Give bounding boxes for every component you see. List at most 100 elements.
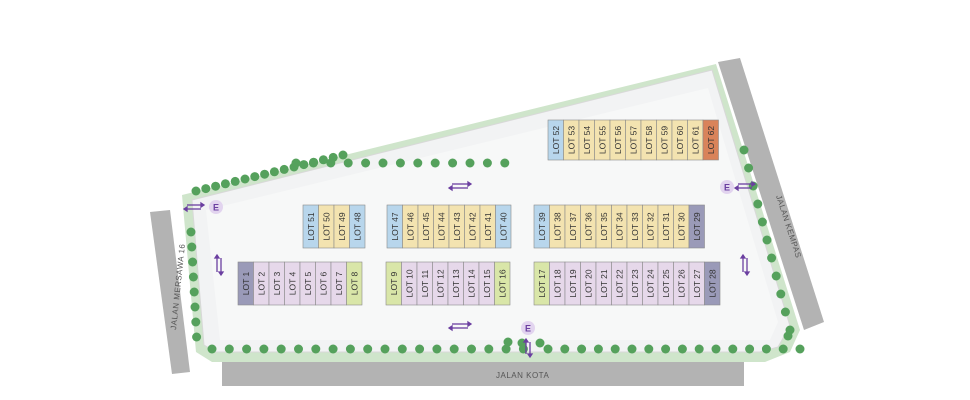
lot-lot-46[interactable]: LOT 46 [402, 204, 419, 249]
entry-marker-south: E [521, 321, 535, 335]
lot-lot-28[interactable]: LOT 28 [704, 261, 721, 306]
vertical-two-way-arrow-icon [739, 253, 751, 277]
tree-icon [318, 155, 328, 165]
tree-icon [465, 158, 475, 168]
lot-lot-8[interactable]: LOT 8 [346, 261, 363, 306]
lot-lot-29[interactable]: LOT 29 [688, 204, 705, 249]
lot-plot[interactable] [702, 119, 719, 161]
lot-lot-31[interactable]: LOT 31 [657, 204, 674, 249]
lot-lot-52[interactable]: LOT 52 [547, 119, 564, 161]
lot-label: LOT 22 [614, 269, 624, 297]
tree-icon [343, 158, 353, 168]
lot-lot-42[interactable]: LOT 42 [464, 204, 481, 249]
lot-lot-10[interactable]: LOT 10 [401, 261, 418, 306]
tree-icon [189, 287, 199, 297]
lot-lot-34[interactable]: LOT 34 [611, 204, 628, 249]
lot-label: LOT 23 [630, 269, 640, 297]
lot-lot-2[interactable]: LOT 2 [253, 261, 270, 306]
lot-lot-53[interactable]: LOT 53 [563, 119, 580, 161]
lot-lot-24[interactable]: LOT 24 [642, 261, 659, 306]
lot-label: LOT 9 [389, 271, 399, 295]
lot-lot-56[interactable]: LOT 56 [609, 119, 626, 161]
lot-lot-39[interactable]: LOT 39 [533, 204, 550, 249]
tree-icon [728, 344, 738, 354]
lot-lot-19[interactable]: LOT 19 [564, 261, 581, 306]
lot-lot-7[interactable]: LOT 7 [330, 261, 347, 306]
lot-lot-33[interactable]: LOT 33 [626, 204, 643, 249]
lot-label: LOT 55 [597, 126, 607, 154]
tree-icon [363, 344, 373, 354]
lot-lot-4[interactable]: LOT 4 [284, 261, 301, 306]
lot-label: LOT 5 [303, 271, 313, 295]
lot-lot-59[interactable]: LOT 59 [656, 119, 673, 161]
lot-lot-45[interactable]: LOT 45 [417, 204, 434, 249]
tree-icon [753, 199, 763, 209]
lot-lot-16[interactable]: LOT 16 [494, 261, 511, 306]
lot-label: LOT 42 [467, 212, 477, 240]
lot-lot-11[interactable]: LOT 11 [416, 261, 433, 306]
lot-lot-20[interactable]: LOT 20 [580, 261, 597, 306]
lot-lot-35[interactable]: LOT 35 [595, 204, 612, 249]
lot-lot-55[interactable]: LOT 55 [594, 119, 611, 161]
lot-lot-38[interactable]: LOT 38 [549, 204, 566, 249]
lot-label: LOT 15 [482, 269, 492, 297]
tree-icon [535, 338, 545, 348]
lot-plot[interactable] [495, 204, 512, 249]
lot-lot-26[interactable]: LOT 26 [673, 261, 690, 306]
lot-lot-1[interactable]: LOT 1 [237, 261, 254, 306]
lot-lot-9[interactable]: LOT 9 [385, 261, 402, 306]
tree-icon [484, 344, 494, 354]
lot-label: LOT 51 [306, 212, 316, 240]
lot-lot-12[interactable]: LOT 12 [432, 261, 449, 306]
tree-icon [192, 332, 202, 342]
lot-label: LOT 19 [568, 269, 578, 297]
tree-icon [186, 227, 196, 237]
lot-label: LOT 7 [334, 271, 344, 295]
lot-lot-41[interactable]: LOT 41 [479, 204, 496, 249]
lot-plot[interactable] [349, 204, 366, 249]
lot-label: LOT 34 [614, 212, 624, 240]
lot-lot-51[interactable]: LOT 51 [302, 204, 319, 249]
lot-lot-32[interactable]: LOT 32 [642, 204, 659, 249]
lot-lot-54[interactable]: LOT 54 [578, 119, 595, 161]
lot-plot[interactable] [688, 204, 705, 249]
lot-lot-48[interactable]: LOT 48 [349, 204, 366, 249]
lot-lot-58[interactable]: LOT 58 [640, 119, 657, 161]
lot-lot-40[interactable]: LOT 40 [495, 204, 512, 249]
lot-lot-57[interactable]: LOT 57 [625, 119, 642, 161]
lot-lot-23[interactable]: LOT 23 [626, 261, 643, 306]
lot-lot-6[interactable]: LOT 6 [315, 261, 332, 306]
lot-label: LOT 54 [582, 126, 592, 154]
lot-lot-15[interactable]: LOT 15 [478, 261, 495, 306]
lot-lot-14[interactable]: LOT 14 [463, 261, 480, 306]
lot-lot-30[interactable]: LOT 30 [673, 204, 690, 249]
lot-label: LOT 33 [630, 212, 640, 240]
lot-lot-17[interactable]: LOT 17 [533, 261, 550, 306]
lot-lot-43[interactable]: LOT 43 [448, 204, 465, 249]
tree-icon [501, 344, 511, 354]
lot-lot-44[interactable]: LOT 44 [433, 204, 450, 249]
lot-lot-61[interactable]: LOT 61 [687, 119, 704, 161]
lot-lot-27[interactable]: LOT 27 [688, 261, 705, 306]
lot-lot-37[interactable]: LOT 37 [564, 204, 581, 249]
lot-lot-13[interactable]: LOT 13 [447, 261, 464, 306]
lot-lot-5[interactable]: LOT 5 [299, 261, 316, 306]
lot-label: LOT 27 [692, 269, 702, 297]
lot-lot-49[interactable]: LOT 49 [333, 204, 350, 249]
lot-lot-18[interactable]: LOT 18 [549, 261, 566, 306]
lot-lot-3[interactable]: LOT 3 [268, 261, 285, 306]
lot-plot[interactable] [704, 261, 721, 306]
lot-plot[interactable] [346, 261, 363, 306]
lot-lot-47[interactable]: LOT 47 [386, 204, 403, 249]
tree-icon [345, 344, 355, 354]
lot-lot-50[interactable]: LOT 50 [318, 204, 335, 249]
tree-icon [224, 344, 234, 354]
lot-lot-36[interactable]: LOT 36 [580, 204, 597, 249]
lot-lot-25[interactable]: LOT 25 [657, 261, 674, 306]
lot-lot-60[interactable]: LOT 60 [671, 119, 688, 161]
lot-label: LOT 13 [451, 269, 461, 297]
lot-lot-21[interactable]: LOT 21 [595, 261, 612, 306]
lot-plot[interactable] [494, 261, 511, 306]
lot-lot-62[interactable]: LOT 62 [702, 119, 719, 161]
lot-lot-22[interactable]: LOT 22 [611, 261, 628, 306]
